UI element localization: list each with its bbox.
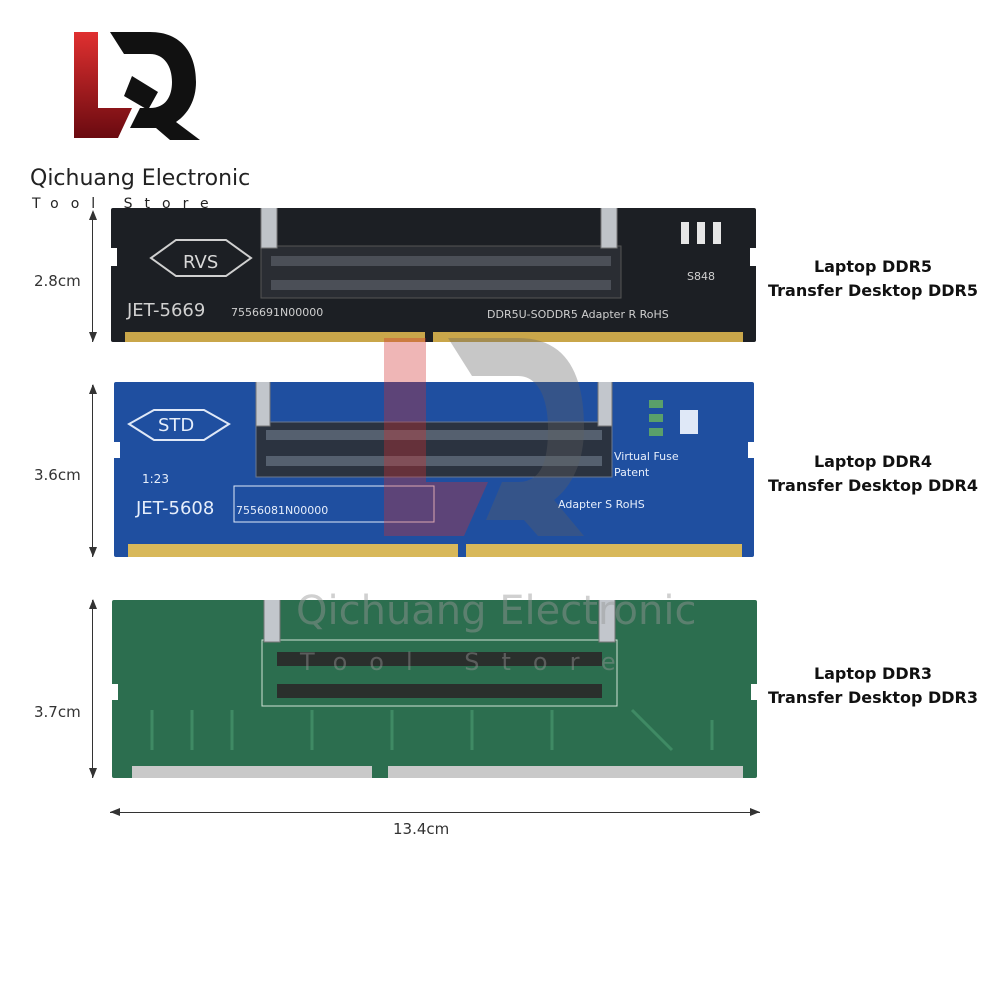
ddr4-description: Adapter S RoHS xyxy=(558,498,645,511)
ddr5-code: S848 xyxy=(687,270,715,283)
ddr4-note-patent: Patent xyxy=(614,466,650,479)
caption-ddr3-line2: Transfer Desktop DDR3 xyxy=(767,688,978,707)
ddr5-serial: 7556691N00000 xyxy=(231,306,324,319)
caption-ddr5-line1: Laptop DDR5 xyxy=(813,257,933,276)
caption-ddr3-line1: Laptop DDR3 xyxy=(813,664,933,683)
watermark-lq-icon xyxy=(384,338,584,536)
dimension-label-ddr4: 3.6cm xyxy=(34,466,81,484)
caption-ddr4: Laptop DDR4 Transfer Desktop DDR4 xyxy=(760,450,986,498)
dimension-line-ddr4 xyxy=(92,385,93,557)
ddr4-adapter-board: STD 1:23 JET-5608 7556081N00000 Virtual … xyxy=(114,382,754,557)
dimension-line-width xyxy=(110,812,760,813)
watermark-tagline: Tool Store xyxy=(300,648,638,676)
watermark-logo xyxy=(378,332,588,542)
watermark-name: Qichuang Electronic xyxy=(296,588,697,634)
ddr3-adapter-board xyxy=(112,600,757,778)
caption-ddr3: Laptop DDR3 Transfer Desktop DDR3 xyxy=(760,662,986,710)
caption-ddr5: Laptop DDR5 Transfer Desktop DDR5 xyxy=(760,255,986,303)
brand-name: Qichuang Electronic xyxy=(30,166,251,191)
dimension-label-width: 13.4cm xyxy=(393,820,450,838)
caption-ddr5-line2: Transfer Desktop DDR5 xyxy=(767,281,978,300)
caption-ddr4-line1: Laptop DDR4 xyxy=(813,452,933,471)
ddr5-model: JET-5669 xyxy=(127,300,206,321)
ddr4-model: JET-5608 xyxy=(136,498,215,519)
dimension-label-ddr5: 2.8cm xyxy=(34,272,81,290)
ddr4-date: 1:23 xyxy=(142,472,169,486)
ddr3-board-graphic xyxy=(112,600,757,778)
ddr4-board-graphic xyxy=(114,382,754,557)
dimension-arrows-icon xyxy=(89,210,97,778)
dimension-line-ddr3 xyxy=(92,600,93,778)
ddr4-note-fuse: Virtual Fuse xyxy=(614,450,679,463)
ddr5-badge: RVS xyxy=(183,252,219,273)
caption-ddr4-line2: Transfer Desktop DDR4 xyxy=(767,476,978,495)
ddr5-description: DDR5U-SODDR5 Adapter R RoHS xyxy=(487,308,669,321)
brand-logo xyxy=(70,30,205,142)
ddr5-adapter-board: RVS JET-5669 7556691N00000 DDR5U-SODDR5 … xyxy=(111,208,756,342)
dimension-line-ddr5 xyxy=(92,212,93,342)
ddr5-board-graphic xyxy=(111,208,756,342)
ddr4-serial: 7556081N00000 xyxy=(236,504,329,517)
width-arrows-icon xyxy=(110,808,760,816)
logo-lq-icon xyxy=(74,32,200,140)
dimension-label-ddr3: 3.7cm xyxy=(34,703,81,721)
ddr4-badge: STD xyxy=(158,415,195,436)
